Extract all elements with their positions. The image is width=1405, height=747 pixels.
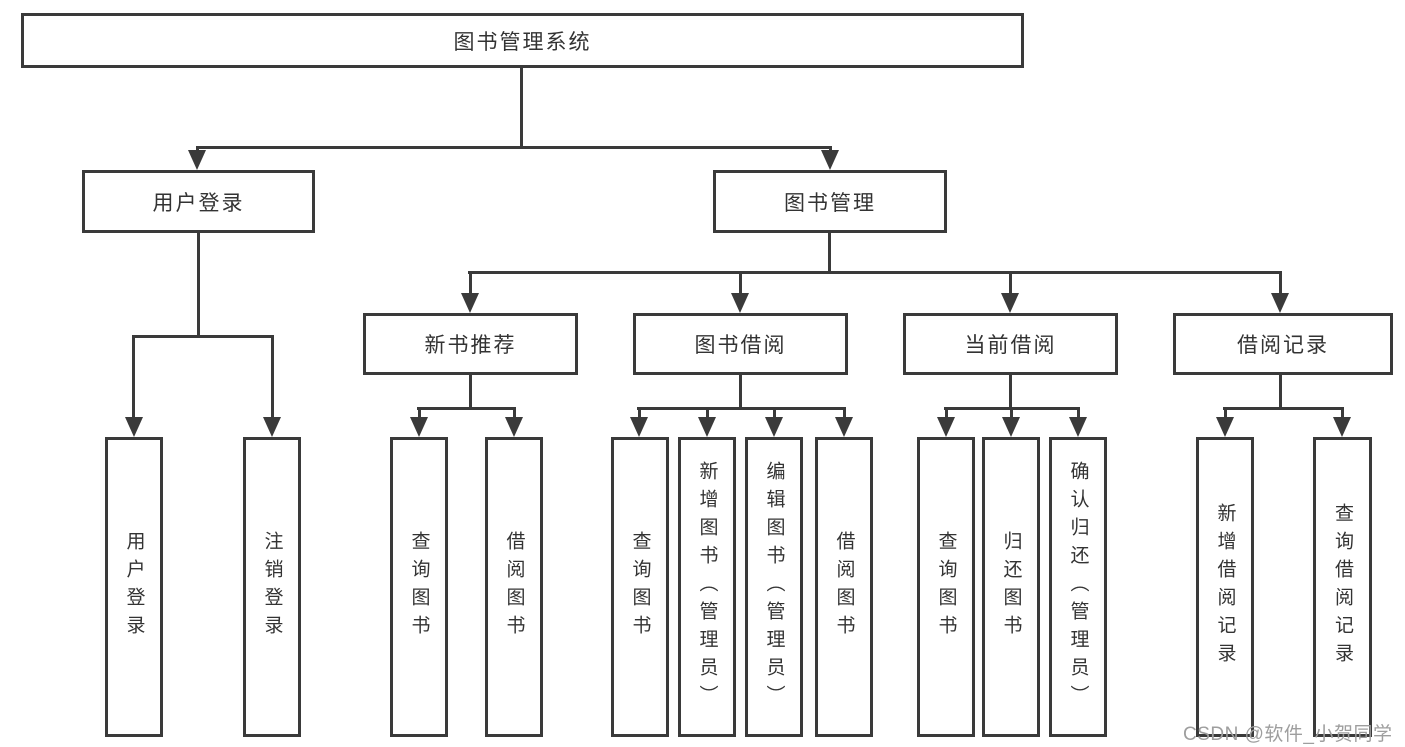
arrow-down-icon: [765, 417, 783, 437]
connector-stem: [739, 375, 742, 409]
arrow-down-icon: [188, 150, 206, 170]
arrow-down-icon: [1333, 417, 1351, 437]
connector-drop: [469, 271, 472, 295]
connector-book-management-branch: [468, 271, 1282, 274]
connector-drop: [132, 335, 135, 419]
connector-drop: [1224, 407, 1227, 421]
node-query-borrow-record: 查询借阅记录: [1313, 437, 1372, 737]
node-confirm-return-admin: 确认归还（管理员）: [1049, 437, 1107, 737]
node-label: 注销登录: [261, 531, 283, 643]
arrow-down-icon: [1001, 293, 1019, 313]
node-new-book-recommend: 新书推荐: [363, 313, 578, 375]
node-label: 借阅图书: [833, 531, 855, 643]
node-label: 借阅记录: [1237, 334, 1329, 357]
arrow-down-icon: [1216, 417, 1234, 437]
connector-root-stem: [520, 68, 523, 149]
connector-drop: [773, 407, 776, 421]
arrow-down-icon: [1069, 417, 1087, 437]
arrow-down-icon: [410, 417, 428, 437]
arrow-down-icon: [1002, 417, 1020, 437]
connector-drop: [706, 407, 709, 421]
arrow-down-icon: [835, 417, 853, 437]
node-add-borrow-record: 新增借阅记录: [1196, 437, 1254, 737]
node-label: 查询借阅记录: [1332, 503, 1353, 671]
connector-drop: [843, 407, 846, 421]
node-query-books-current: 查询图书: [917, 437, 975, 737]
arrow-down-icon: [937, 417, 955, 437]
node-label: 查询图书: [408, 531, 430, 643]
connector-drop: [271, 335, 274, 419]
node-query-books-recommend: 查询图书: [390, 437, 448, 737]
connector-drop: [513, 407, 516, 421]
node-label: 新增图书（管理员）: [696, 461, 718, 713]
node-user-login-leaf: 用户登录: [105, 437, 163, 737]
connector-branch: [1223, 407, 1344, 410]
connector-branch: [417, 407, 516, 410]
connector-drop: [1341, 407, 1344, 421]
node-borrow-books-borrowing: 借阅图书: [815, 437, 873, 737]
node-label: 新增借阅记录: [1214, 503, 1236, 671]
connector-drop: [945, 407, 948, 421]
node-borrow-books-recommend: 借阅图书: [485, 437, 543, 737]
node-label: 用户登录: [152, 191, 245, 215]
connector-book-management-stem: [828, 233, 831, 273]
connector-drop: [1009, 271, 1012, 295]
node-label: 新书推荐: [424, 334, 517, 357]
connector-user-login-branch: [132, 335, 274, 338]
arrow-down-icon: [505, 417, 523, 437]
node-label: 编辑图书（管理员）: [763, 461, 785, 713]
node-label: 当前借阅: [964, 334, 1057, 357]
node-label: 借阅图书: [503, 531, 525, 643]
connector-drop: [1077, 407, 1080, 421]
connector-stem: [1279, 375, 1282, 409]
connector-branch: [637, 407, 845, 410]
node-edit-book-admin: 编辑图书（管理员）: [745, 437, 803, 737]
node-book-borrowing: 图书借阅: [633, 313, 848, 375]
arrow-down-icon: [821, 150, 839, 170]
arrow-down-icon: [125, 417, 143, 437]
node-current-borrowing: 当前借阅: [903, 313, 1118, 375]
node-label: 归还图书: [1000, 531, 1022, 643]
node-add-book-admin: 新增图书（管理员）: [678, 437, 736, 737]
connector-drop: [1010, 407, 1013, 421]
node-label: 用户登录: [123, 531, 145, 643]
node-label: 图书管理系统: [453, 30, 592, 54]
connector-drop: [418, 407, 421, 421]
node-label: 图书管理: [784, 191, 876, 215]
arrow-down-icon: [263, 417, 281, 437]
arrow-down-icon: [461, 293, 479, 313]
node-label: 确认归还（管理员）: [1067, 461, 1089, 713]
connector-drop: [739, 271, 742, 295]
node-label: 查询图书: [629, 531, 651, 643]
node-query-books-borrowing: 查询图书: [611, 437, 669, 737]
connector-user-login-stem: [197, 233, 200, 337]
connector-stem: [469, 375, 472, 409]
arrow-down-icon: [630, 417, 648, 437]
node-borrowing-records: 借阅记录: [1173, 313, 1393, 375]
csdn-watermark: CSDN @软件_小贺同学: [1183, 724, 1393, 745]
connector-drop: [638, 407, 641, 421]
connector-root-branch: [196, 146, 832, 149]
connector-drop: [1279, 271, 1282, 295]
node-library-management-system: 图书管理系统: [21, 13, 1024, 68]
node-user-login: 用户登录: [82, 170, 315, 233]
node-book-management: 图书管理: [713, 170, 947, 233]
arrow-down-icon: [1271, 293, 1289, 313]
node-label: 图书借阅: [694, 334, 787, 357]
node-logout-login: 注销登录: [243, 437, 301, 737]
arrow-down-icon: [698, 417, 716, 437]
node-label: 查询图书: [935, 531, 957, 643]
arrow-down-icon: [731, 293, 749, 313]
node-return-book: 归还图书: [982, 437, 1040, 737]
connector-stem: [1009, 375, 1012, 409]
